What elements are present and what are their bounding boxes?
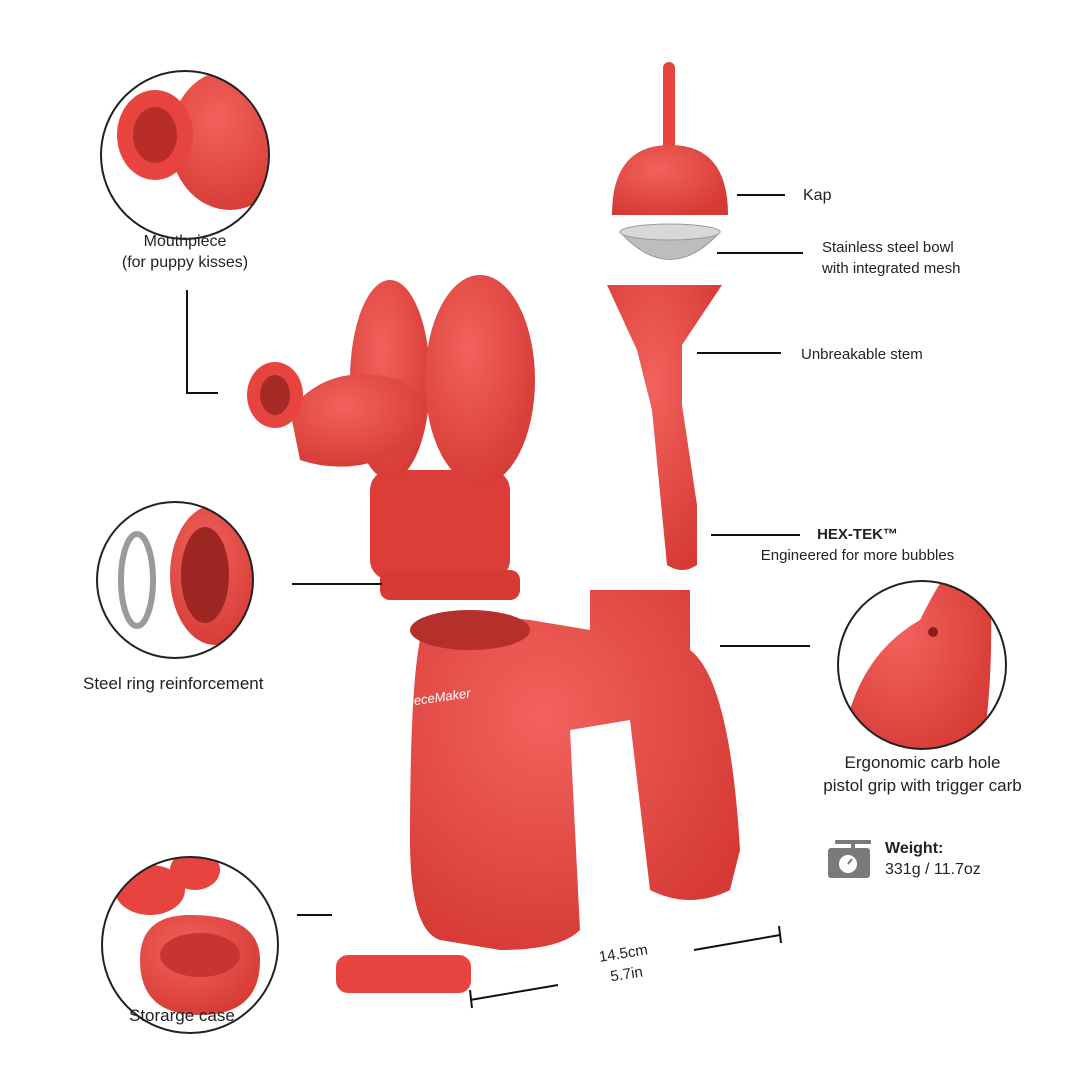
stem-label: Unbreakable stem xyxy=(801,346,923,363)
kap-label: Kap xyxy=(803,187,832,204)
kap-leader-line xyxy=(737,194,785,196)
hextek-title: HEX-TEK™ xyxy=(817,526,898,543)
body-part: PieceMaker xyxy=(336,590,740,993)
stem-leader-line xyxy=(697,352,781,354)
head-mouthpiece-part xyxy=(247,275,535,600)
bowl-label-line2: with integrated mesh xyxy=(822,260,961,277)
mouthpiece-label-line2: (for puppy kisses) xyxy=(121,254,249,271)
mouthpiece-leader-line xyxy=(186,290,188,394)
stem-part xyxy=(607,285,722,570)
scale-icon xyxy=(828,840,871,878)
mouthpiece-detail-circle xyxy=(100,70,270,240)
bowl-label: Stainless steel bowl with integrated mes… xyxy=(822,237,960,279)
steel-bowl-part xyxy=(618,223,722,260)
storage-case-label: Storarge case xyxy=(129,1006,235,1025)
steel-ring-detail-circle xyxy=(96,501,254,659)
weight-value: 331g / 11.7oz xyxy=(885,861,981,878)
mouthpiece-label: Mouthpiece (for puppy kisses) xyxy=(100,231,270,273)
steel-ring-label: Steel ring reinforcement xyxy=(83,674,264,693)
carb-label-line1: Ergonomic carb hole xyxy=(844,753,1001,772)
storage-leader-line xyxy=(297,914,332,916)
hextek-subtitle: Engineered for more bubbles xyxy=(760,547,955,564)
bowl-leader-line xyxy=(717,252,803,254)
dimension-lines xyxy=(469,925,782,1009)
hextek-leader-line xyxy=(711,534,800,536)
mouthpiece-label-line1: Mouthpiece xyxy=(143,233,227,250)
hextek-label: HEX-TEK™ Engineered for more bubbles xyxy=(740,524,975,566)
bowl-label-line1: Stainless steel bowl xyxy=(822,239,954,256)
carb-label: Ergonomic carb hole pistol grip with tri… xyxy=(800,751,1045,797)
steel-ring-leader-line xyxy=(292,583,382,585)
carb-leader-line xyxy=(720,645,810,647)
carb-hole-detail-circle xyxy=(837,580,1007,750)
mouthpiece-leader-line-h xyxy=(186,392,218,394)
weight-label: Weight: 331g / 11.7oz xyxy=(885,838,981,880)
carb-label-line2: pistol grip with trigger carb xyxy=(823,776,1022,795)
kap-part xyxy=(612,62,728,215)
storage-case-detail-circle xyxy=(101,856,279,1034)
weight-title: Weight: xyxy=(885,840,944,857)
